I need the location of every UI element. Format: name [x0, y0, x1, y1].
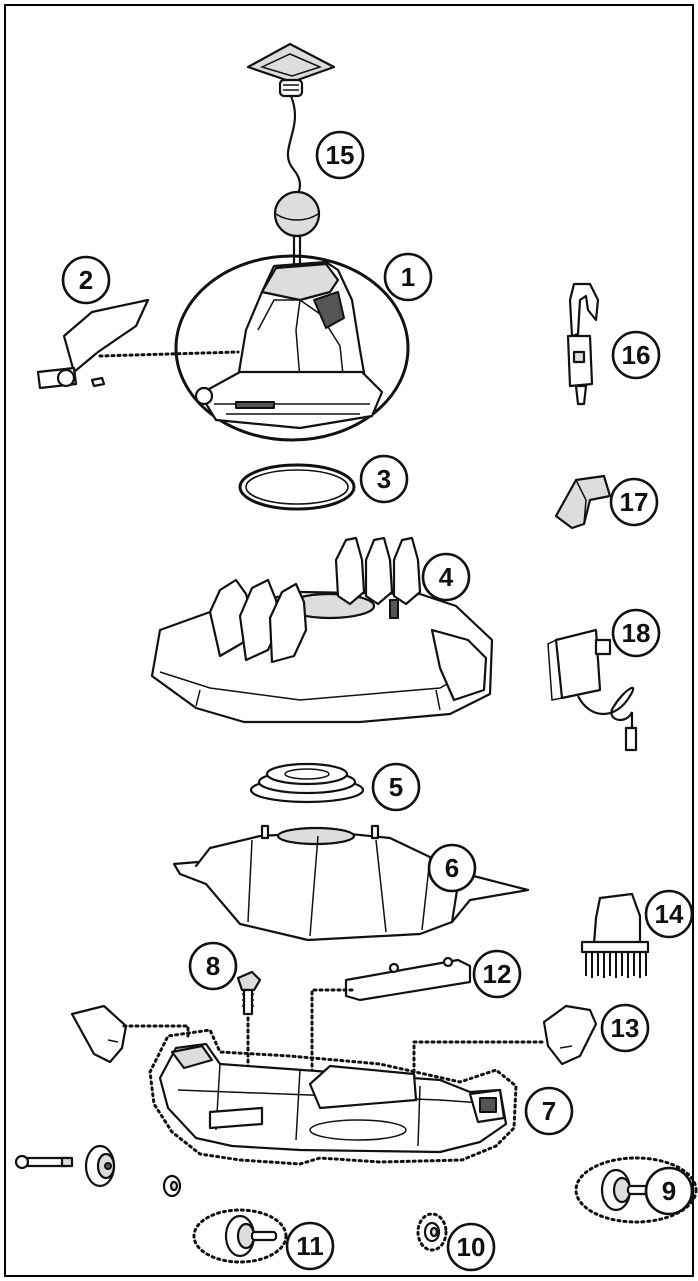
callout-14: 14 — [644, 889, 694, 939]
callout-2: 2 — [61, 255, 111, 305]
label-4: 4 — [439, 562, 454, 592]
part-7-chassis — [148, 1028, 518, 1166]
callout-1: 1 — [383, 252, 433, 302]
label-10: 10 — [457, 1232, 486, 1262]
label-14: 14 — [655, 899, 684, 929]
part-2-flap — [36, 298, 240, 390]
label-5: 5 — [389, 772, 403, 802]
label-2: 2 — [79, 265, 93, 295]
label-17: 17 — [620, 487, 649, 517]
label-1: 1 — [401, 262, 415, 292]
label-13: 13 — [611, 1013, 640, 1043]
callout-18: 18 — [611, 608, 661, 658]
part-10-washer — [416, 1212, 448, 1252]
callout-16: 16 — [611, 330, 661, 380]
callout-17: 17 — [609, 477, 659, 527]
label-12: 12 — [483, 959, 512, 989]
side-cover-left — [70, 1004, 190, 1064]
callout-8: 8 — [188, 941, 238, 991]
axle-wheel-left — [14, 1144, 116, 1188]
washer — [162, 1174, 182, 1198]
callout-7: 7 — [524, 1086, 574, 1136]
label-7: 7 — [542, 1096, 556, 1126]
label-18: 18 — [622, 618, 651, 648]
callout-3: 3 — [359, 454, 409, 504]
part-18-power-supply — [547, 628, 638, 752]
callout-9: 9 — [644, 1166, 694, 1216]
part-6-filter-basket — [172, 824, 530, 942]
label-6: 6 — [445, 853, 459, 883]
part-11-wheel — [192, 1208, 288, 1264]
part-17-clip — [554, 474, 612, 530]
callout-13: 13 — [600, 1003, 650, 1053]
callout-15: 15 — [315, 130, 365, 180]
label-15: 15 — [326, 140, 355, 170]
label-16: 16 — [622, 340, 651, 370]
part-15-cable-swivel — [246, 42, 336, 268]
part-5-filter-disc — [249, 762, 365, 804]
part-4-top-cover — [150, 536, 494, 724]
callout-12: 12 — [472, 949, 522, 999]
callout-5: 5 — [371, 762, 421, 812]
callout-6: 6 — [427, 843, 477, 893]
callout-10: 10 — [446, 1222, 496, 1272]
label-3: 3 — [377, 464, 391, 494]
callout-11: 11 — [285, 1221, 335, 1271]
label-9: 9 — [662, 1176, 676, 1206]
part-14-brush — [580, 892, 650, 978]
label-8: 8 — [206, 951, 220, 981]
callout-4: 4 — [421, 552, 471, 602]
part-1-motor-unit — [174, 254, 410, 442]
part-3-gasket-ring — [238, 463, 356, 511]
label-11: 11 — [296, 1231, 324, 1261]
part-16-handle — [566, 282, 600, 406]
